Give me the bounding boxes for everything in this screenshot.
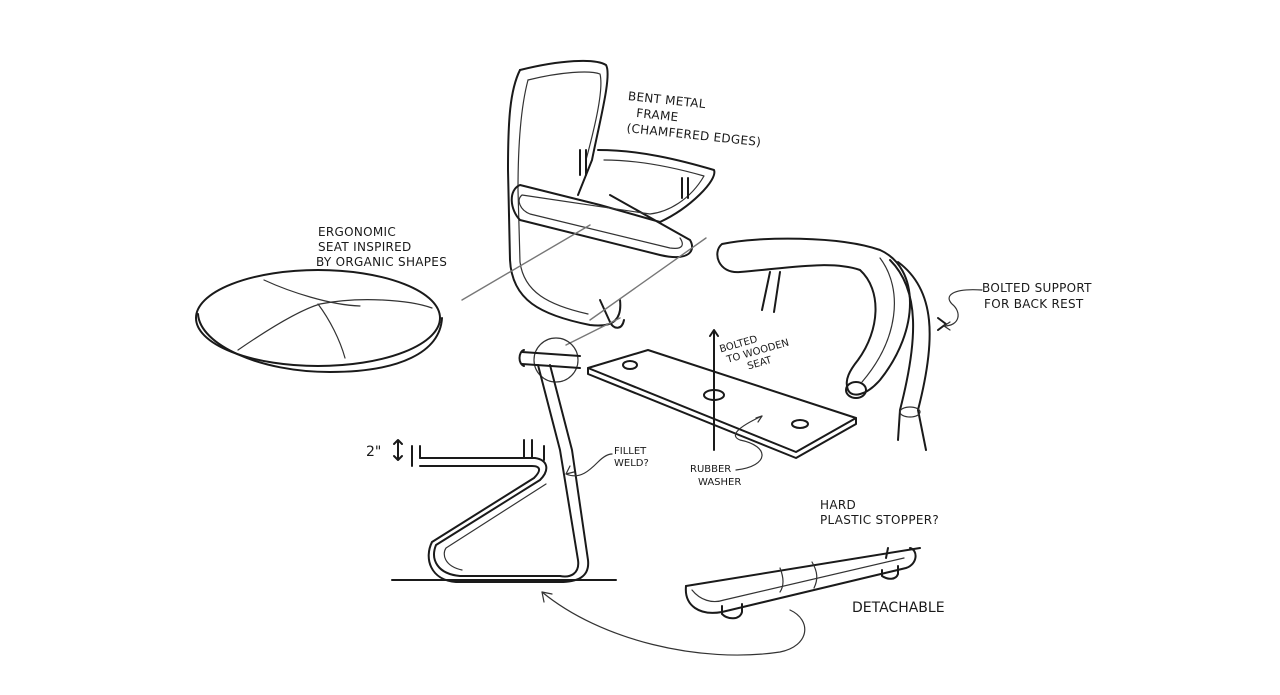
- label-bent-frame-3: (CHAMFERED EDGES): [626, 121, 762, 149]
- label-bolted-support-2: FOR BACK REST: [984, 297, 1084, 311]
- label-ergonomic-3: BY ORGANIC SHAPES: [316, 255, 447, 269]
- bolt-axis-arrow: [709, 329, 719, 451]
- annotation-fillet-weld: FILLET WELD?: [614, 446, 649, 469]
- bolt-hole-3: [791, 419, 809, 429]
- annotation-bent-frame: BENT METAL FRAME (CHAMFERED EDGES): [626, 89, 762, 149]
- ergonomic-seat-cushion: [195, 269, 443, 373]
- label-detachable: DETACHABLE: [852, 600, 945, 616]
- label-ergonomic-2: SEAT INSPIRED: [318, 240, 412, 254]
- label-washer-1: RUBBER: [690, 464, 731, 475]
- annotation-ergonomic-seat: ERGONOMIC SEAT INSPIRED BY ORGANIC SHAPE…: [316, 225, 447, 269]
- dimension-arrow: [393, 439, 403, 461]
- label-fillet-2: WELD?: [614, 458, 649, 469]
- label-bolted-support-1: BOLTED SUPPORT: [982, 281, 1092, 295]
- back-rest-support: [716, 237, 983, 451]
- seat-plate: [587, 329, 857, 471]
- label-bent-frame-2: FRAME: [636, 106, 680, 124]
- label-stopper-1: HARD: [820, 498, 856, 512]
- label-dimension: 2": [366, 444, 381, 460]
- annotation-plastic-stopper: HARD PLASTIC STOPPER?: [820, 498, 939, 527]
- annotation-bolted-seat: BOLTED TO WOODEN SEAT: [718, 334, 790, 372]
- plastic-stopper: [541, 547, 921, 656]
- label-stopper-2: PLASTIC STOPPER?: [820, 513, 939, 527]
- chair-side-view: [391, 337, 617, 583]
- label-washer-2: WASHER: [698, 477, 741, 488]
- annotation-rubber-washer: RUBBER WASHER: [690, 464, 741, 488]
- fillet-detail-circle: [533, 337, 579, 383]
- label-ergonomic-1: ERGONOMIC: [318, 225, 396, 239]
- guide-line-3: [565, 317, 621, 346]
- label-fillet-1: FILLET: [614, 446, 647, 457]
- guide-line-2: [589, 237, 707, 321]
- annotation-bolted-support: BOLTED SUPPORT FOR BACK REST: [982, 281, 1092, 311]
- bolt-hole-1: [622, 360, 638, 370]
- guide-line-1: [461, 224, 591, 301]
